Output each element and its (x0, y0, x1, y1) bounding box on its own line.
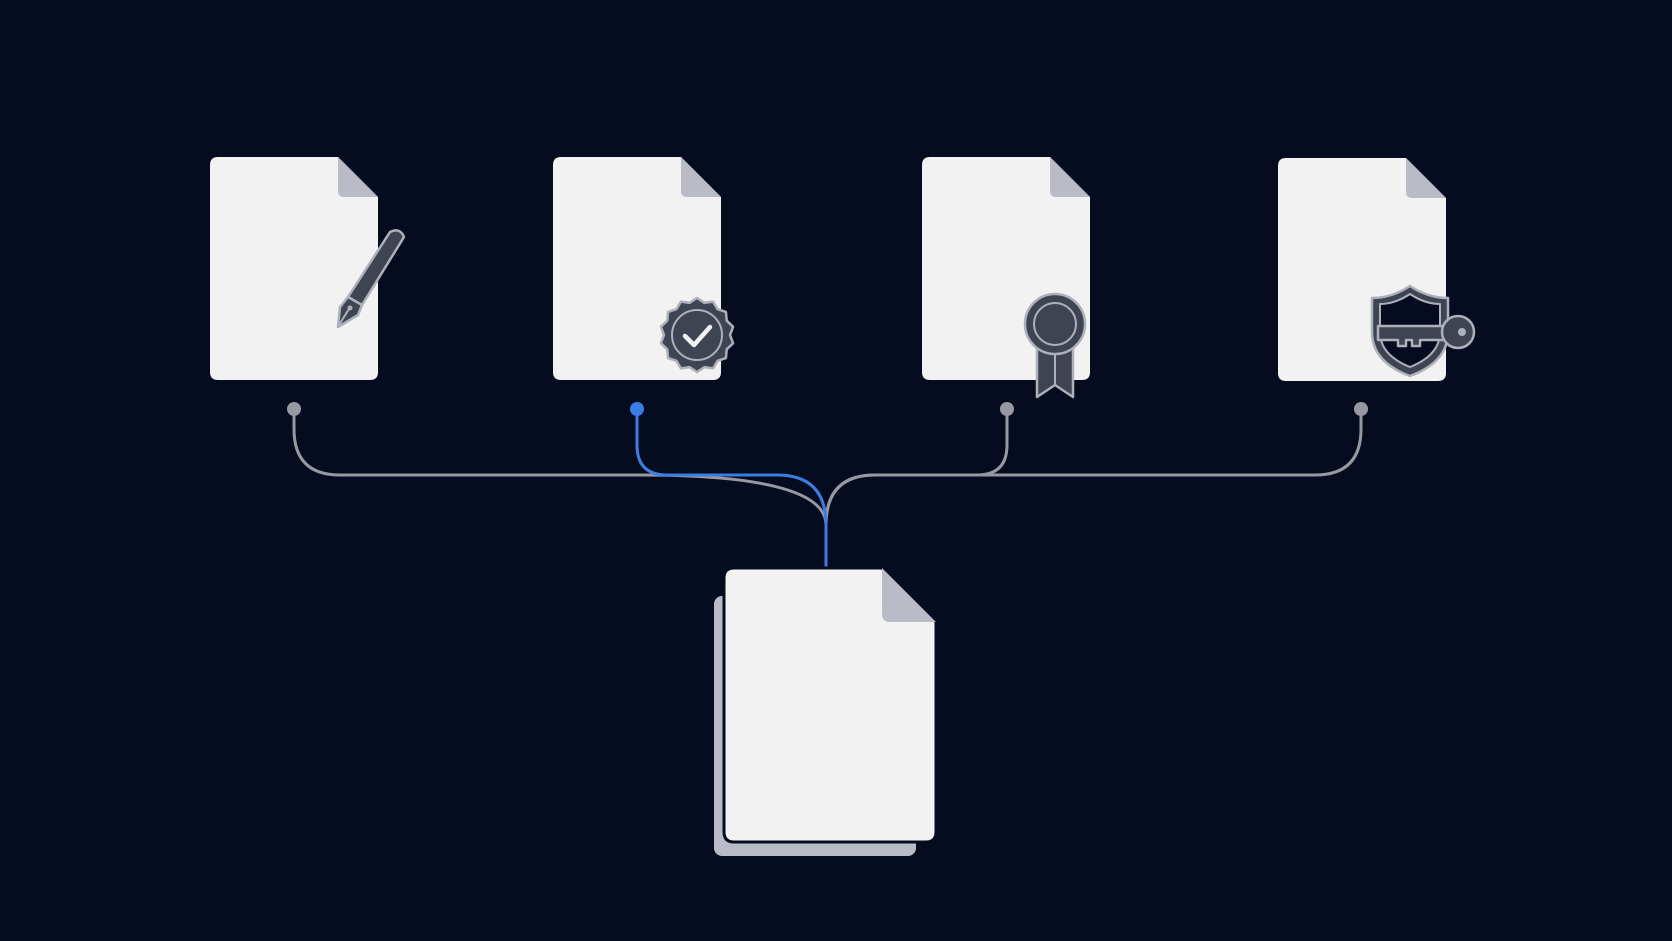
fountain-pen-icon (336, 229, 406, 329)
connector-certified (824, 407, 1009, 567)
connectors (292, 407, 1363, 567)
connector-signed (292, 407, 828, 567)
connector-secured (824, 407, 1363, 567)
verified-document[interactable] (553, 157, 735, 380)
signed-document[interactable] (210, 157, 406, 380)
connector-dot-verified (630, 402, 644, 416)
shield-key-icon (1370, 284, 1476, 378)
merged-document[interactable] (714, 566, 938, 856)
verified-badge-icon (659, 296, 735, 374)
secured-document[interactable] (1278, 158, 1476, 381)
connector-dot-secured (1354, 402, 1368, 416)
certified-document[interactable] (922, 157, 1090, 399)
connector-verified (635, 407, 828, 567)
connector-dot-certified (1000, 402, 1014, 416)
document-stack-icon (714, 566, 938, 856)
award-ribbon-icon (1023, 292, 1087, 399)
connector-dot-signed (287, 402, 301, 416)
